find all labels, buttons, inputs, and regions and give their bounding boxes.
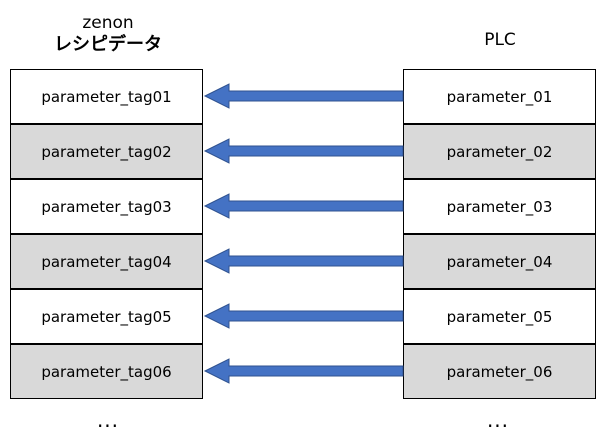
mapping-arrow-2 [203,138,404,164]
zenon-tag-box-6: parameter_tag06 [10,344,203,399]
zenon-title: zenon [82,13,134,33]
plc-parameter-box-1: parameter_01 [403,69,596,124]
recipe-data-title: レシピデータ [54,34,162,55]
plc-more-ellipsis: ... [486,408,510,432]
mapping-arrow-6 [203,358,404,384]
plc-parameter-box-4: parameter_04 [403,234,596,289]
mapping-arrow-1 [203,83,404,109]
zenon-more-ellipsis: ... [96,408,120,432]
plc-parameter-box-2: parameter_02 [403,124,596,179]
plc-parameter-box-5: parameter_05 [403,289,596,344]
zenon-tag-box-1: parameter_tag01 [10,69,203,124]
plc-parameter-box-3: parameter_03 [403,179,596,234]
plc-title: PLC [484,30,516,50]
zenon-header: zenon レシピデータ [8,12,208,56]
zenon-tag-box-3: parameter_tag03 [10,179,203,234]
zenon-tag-box-4: parameter_tag04 [10,234,203,289]
mapping-arrow-4 [203,248,404,274]
zenon-tag-box-2: parameter_tag02 [10,124,203,179]
mapping-arrow-5 [203,303,404,329]
mapping-arrow-3 [203,193,404,219]
zenon-tag-box-5: parameter_tag05 [10,289,203,344]
plc-parameter-box-6: parameter_06 [403,344,596,399]
plc-header: PLC [400,29,600,51]
